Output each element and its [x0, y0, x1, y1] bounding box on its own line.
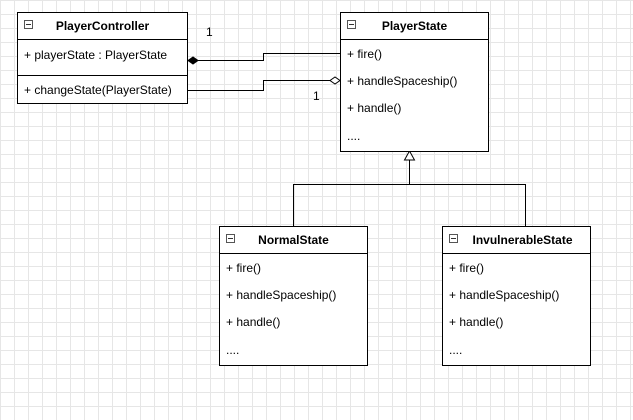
operation-handle[interactable]: + handle()	[347, 101, 402, 115]
class-player-state-header[interactable]: PlayerState	[341, 13, 488, 40]
collapse-icon[interactable]	[226, 234, 235, 243]
class-normal-state-name: NormalState	[258, 233, 329, 247]
class-player-controller[interactable]: PlayerController + playerState : PlayerS…	[17, 12, 188, 104]
collapse-icon[interactable]	[24, 20, 33, 29]
collapse-icon[interactable]	[449, 234, 458, 243]
operation-ellipsis: ....	[226, 343, 240, 357]
composition-connector	[198, 53, 340, 61]
compartment-divider	[18, 75, 187, 76]
class-player-state[interactable]: PlayerState + fire() + handleSpaceship()…	[340, 12, 489, 152]
class-invulnerable-state-name: InvulnerableState	[472, 233, 573, 247]
attribute-player-state[interactable]: + playerState : PlayerState	[24, 48, 168, 62]
class-invulnerable-state[interactable]: InvulnerableState + fire() + handleSpace…	[442, 226, 591, 366]
class-invulnerable-state-header[interactable]: InvulnerableState	[443, 227, 590, 254]
operation-handle-spaceship[interactable]: + handleSpaceship()	[347, 74, 458, 88]
operation-fire[interactable]: + fire()	[347, 47, 383, 61]
class-normal-state[interactable]: NormalState + fire() + handleSpaceship()…	[219, 226, 368, 366]
aggregation-connector	[188, 80, 330, 91]
class-player-controller-header[interactable]: PlayerController	[18, 13, 187, 40]
class-player-state-name: PlayerState	[381, 19, 448, 33]
generalization-connector-normal	[293, 160, 410, 226]
generalization-arrowhead	[403, 149, 416, 161]
collapse-icon[interactable]	[347, 20, 356, 29]
operation-fire[interactable]: + fire()	[449, 261, 485, 275]
class-normal-state-header[interactable]: NormalState	[220, 227, 367, 254]
operation-fire[interactable]: + fire()	[226, 261, 262, 275]
multiplicity-composition: 1	[206, 25, 213, 39]
operation-ellipsis: ....	[449, 343, 463, 357]
operation-handle[interactable]: + handle()	[226, 315, 281, 329]
operation-change-state[interactable]: + changeState(PlayerState)	[24, 83, 172, 97]
generalization-connector-invulnerable	[409, 184, 526, 226]
composition-diamond	[187, 56, 199, 65]
multiplicity-aggregation: 1	[313, 89, 320, 103]
operation-ellipsis: ....	[347, 129, 361, 143]
operation-handle[interactable]: + handle()	[449, 315, 504, 329]
operation-handle-spaceship[interactable]: + handleSpaceship()	[449, 288, 560, 302]
aggregation-diamond	[329, 76, 341, 85]
operation-handle-spaceship[interactable]: + handleSpaceship()	[226, 288, 337, 302]
class-player-controller-name: PlayerController	[55, 19, 150, 33]
